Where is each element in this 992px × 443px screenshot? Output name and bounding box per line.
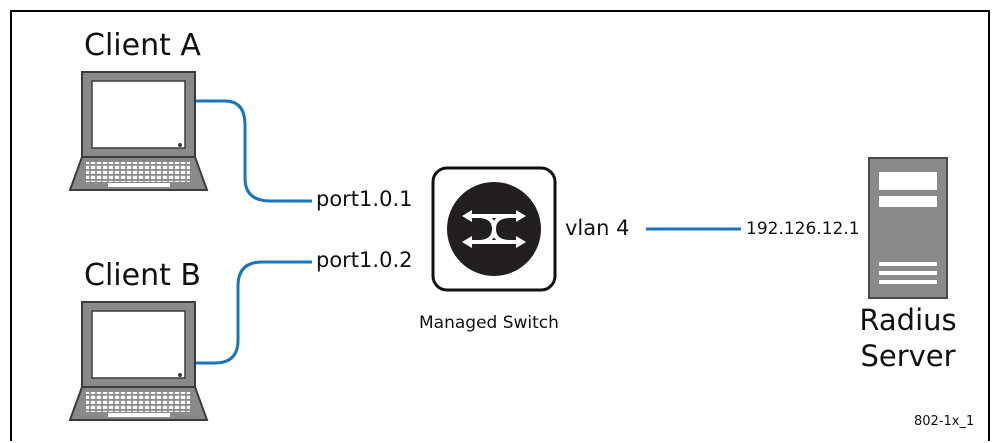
vlan-label: vlan 4 — [565, 216, 630, 240]
laptop-icon — [68, 301, 209, 421]
laptop-icon — [68, 71, 209, 191]
switch-icon — [431, 166, 557, 292]
server-name-line1: Radius — [859, 303, 957, 337]
link-client-b — [196, 260, 312, 365]
figure-ref-label: 802-1x_1 — [914, 414, 975, 429]
server-ip-label: 192.126.12.1 — [746, 219, 860, 239]
link-client-a — [196, 99, 312, 203]
server-tower-icon — [868, 157, 948, 299]
server-name-line2: Server — [860, 339, 956, 373]
client-a-label: Client A — [84, 28, 201, 63]
switch-name-label: Managed Switch — [419, 313, 559, 333]
port-2-label: port1.0.2 — [316, 248, 413, 272]
diagram-frame — [10, 10, 990, 441]
port-1-label: port1.0.1 — [316, 187, 413, 211]
server-name-label: Radius Server — [848, 302, 968, 374]
client-b-label: Client B — [84, 258, 201, 293]
